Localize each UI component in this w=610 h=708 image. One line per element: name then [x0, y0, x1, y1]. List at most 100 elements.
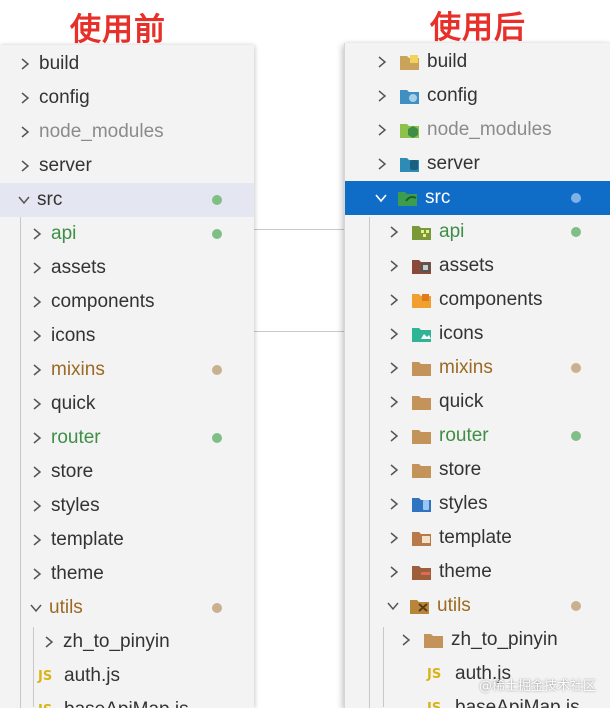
tree-item-api[interactable]: api [345, 215, 610, 249]
tree-item-api[interactable]: api [0, 217, 254, 251]
watermark: @稀土掘金技术社区 [478, 679, 596, 694]
tree-item-server[interactable]: server [345, 147, 610, 181]
tree-item-label: config [427, 85, 478, 106]
tree-item-label: assets [51, 257, 106, 278]
explorer-after: build config node_modules server src api [344, 43, 610, 708]
tree-item-styles[interactable]: styles [0, 489, 254, 523]
tree-item-label: baseApiMap.js [455, 697, 580, 708]
chevron-right-icon [30, 565, 44, 583]
tree-item-label: node_modules [427, 119, 552, 140]
folder-icon [411, 460, 433, 480]
tree-item-quick[interactable]: quick [0, 387, 254, 421]
chevron-right-icon [387, 461, 401, 479]
tree-item-auth-js[interactable]: JS auth.js [0, 659, 254, 693]
tree-item-label: zh_to_pinyin [451, 629, 558, 650]
chevron-right-icon [30, 395, 44, 413]
tree-item-label: styles [439, 493, 488, 514]
tree-item-assets[interactable]: assets [0, 251, 254, 285]
tree-item-build[interactable]: build [345, 45, 610, 79]
chevron-right-icon [18, 89, 32, 107]
tree-item-router[interactable]: router [0, 421, 254, 455]
tree-item-quick[interactable]: quick [345, 385, 610, 419]
tree-item-zh-to-pinyin[interactable]: zh_to_pinyin [345, 623, 610, 657]
tree-item-label: src [37, 189, 63, 210]
tree-item-config[interactable]: config [0, 81, 254, 115]
chevron-right-icon [18, 157, 32, 175]
git-status-dot [212, 229, 222, 239]
chevron-down-icon [16, 191, 30, 209]
chevron-right-icon [30, 225, 44, 243]
tree-item-utils[interactable]: utils [0, 591, 254, 625]
tree-item-zh-to-pinyin[interactable]: zh_to_pinyin [0, 625, 254, 659]
tree-item-src[interactable]: src [345, 181, 610, 215]
folder-icon [423, 630, 445, 650]
heading-after: 使用后 [430, 10, 526, 46]
tree-item-store[interactable]: store [0, 455, 254, 489]
icons-folder-icon [411, 324, 433, 344]
chevron-right-icon [399, 631, 413, 649]
git-status-dot [212, 365, 222, 375]
tree-item-label: mixins [51, 359, 105, 380]
tree-item-label: store [439, 459, 482, 480]
tree-item-template[interactable]: template [0, 523, 254, 557]
tree-item-node-modules[interactable]: node_modules [345, 113, 610, 147]
tree-item-utils[interactable]: utils [345, 589, 610, 623]
chevron-right-icon [42, 633, 56, 651]
build-folder-icon [399, 52, 421, 72]
tree-item-store[interactable]: store [345, 453, 610, 487]
theme-folder-icon [411, 562, 433, 582]
git-status-dot [571, 227, 581, 237]
tree-item-label: auth.js [64, 665, 120, 686]
git-status-dot [571, 431, 581, 441]
git-status-dot [212, 433, 222, 443]
tree-item-label: router [51, 427, 101, 448]
tree-item-assets[interactable]: assets [345, 249, 610, 283]
git-status-dot [571, 193, 581, 203]
tree-item-mixins[interactable]: mixins [0, 353, 254, 387]
git-status-dot [212, 195, 222, 205]
tree-item-icons[interactable]: icons [345, 317, 610, 351]
tree-item-theme[interactable]: theme [345, 555, 610, 589]
tree-item-label: store [51, 461, 94, 482]
chevron-right-icon [387, 291, 401, 309]
tree-item-mixins[interactable]: mixins [345, 351, 610, 385]
tree-item-label: node_modules [39, 121, 164, 142]
tree-item-label: zh_to_pinyin [63, 631, 170, 652]
tree-item-theme[interactable]: theme [0, 557, 254, 591]
tree-item-server[interactable]: server [0, 149, 254, 183]
tree-item-node-modules[interactable]: node_modules [0, 115, 254, 149]
tree-item-label: build [427, 51, 468, 72]
background-line [254, 229, 344, 230]
tree-item-label: styles [51, 495, 100, 516]
src-folder-icon [397, 188, 419, 208]
tree-item-src[interactable]: src [0, 183, 254, 217]
tree-item-config[interactable]: config [345, 79, 610, 113]
tree-item-label: quick [439, 391, 484, 412]
chevron-down-icon [28, 599, 42, 617]
chevron-right-icon [387, 529, 401, 547]
tree-item-label: assets [439, 255, 494, 276]
tree-item-label: router [439, 425, 489, 446]
tree-item-build[interactable]: build [0, 47, 254, 81]
chevron-right-icon [387, 427, 401, 445]
git-status-dot [571, 363, 581, 373]
tree-item-label: utils [437, 595, 471, 616]
tree-item-auth-js[interactable]: JS auth.js [345, 657, 610, 691]
tree-item-label: template [439, 527, 512, 548]
background-line [254, 331, 344, 332]
tree-item-components[interactable]: components [345, 283, 610, 317]
server-folder-icon [399, 154, 421, 174]
tree-item-router[interactable]: router [345, 419, 610, 453]
tree-item-template[interactable]: template [345, 521, 610, 555]
tree-item-components[interactable]: components [0, 285, 254, 319]
chevron-right-icon [30, 429, 44, 447]
js-file-icon: JS [427, 700, 442, 708]
tree-item-styles[interactable]: styles [345, 487, 610, 521]
tree-item-label: utils [49, 597, 83, 618]
tree-item-baseapimap-js[interactable]: JS baseApiMap.js [0, 693, 254, 708]
chevron-right-icon [375, 121, 389, 139]
tree-item-icons[interactable]: icons [0, 319, 254, 353]
chevron-right-icon [387, 393, 401, 411]
explorer-before: build config node_modules server src api… [0, 45, 254, 708]
tree-item-baseapimap-js[interactable]: JS baseApiMap.js [345, 691, 610, 708]
